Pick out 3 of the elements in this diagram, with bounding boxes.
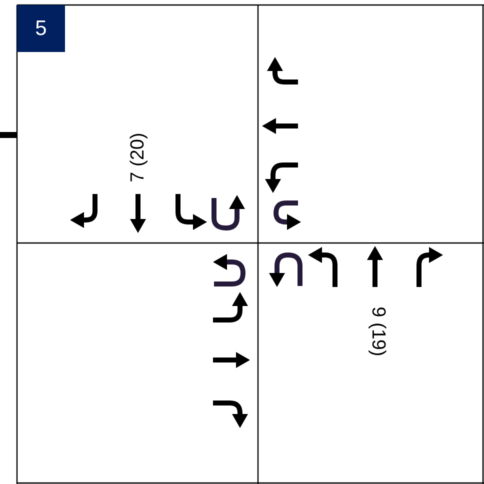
movement-count-label: 9 (19) — [368, 306, 388, 356]
movement-count-label: 7 (20) — [128, 132, 148, 182]
number-badge: 5 — [17, 5, 65, 52]
